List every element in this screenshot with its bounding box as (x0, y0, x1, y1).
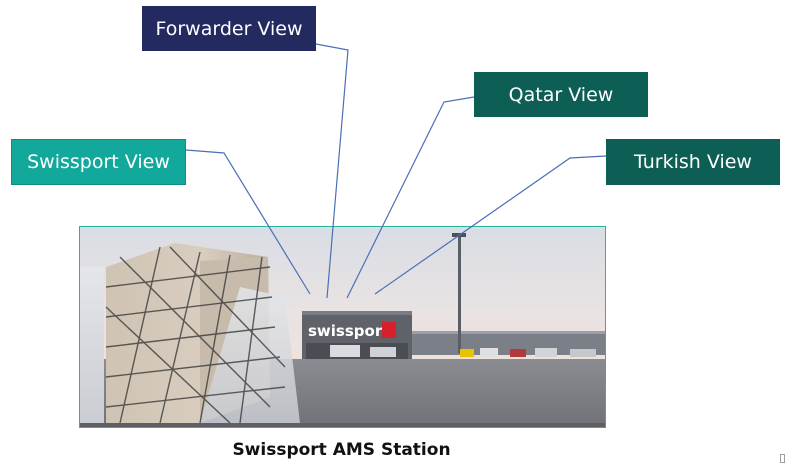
forwarder-view-label[interactable]: Forwarder View (142, 6, 316, 51)
qatar-view-text: Qatar View (508, 83, 614, 106)
forwarder-view-text: Forwarder View (155, 17, 303, 40)
qatar-view-label[interactable]: Qatar View (474, 72, 648, 117)
swissport-view-text: Swissport View (27, 151, 170, 173)
station-photo-illustration: swissport (80, 227, 605, 427)
corner-marker (780, 454, 785, 463)
turkish-view-label[interactable]: Turkish View (606, 139, 780, 185)
turkish-view-text: Turkish View (634, 151, 752, 173)
station-photo: swissport (79, 226, 606, 428)
building-sign: swissport (308, 322, 389, 340)
swissport-view-label[interactable]: Swissport View (11, 139, 186, 185)
station-caption: Swissport AMS Station (232, 440, 451, 460)
